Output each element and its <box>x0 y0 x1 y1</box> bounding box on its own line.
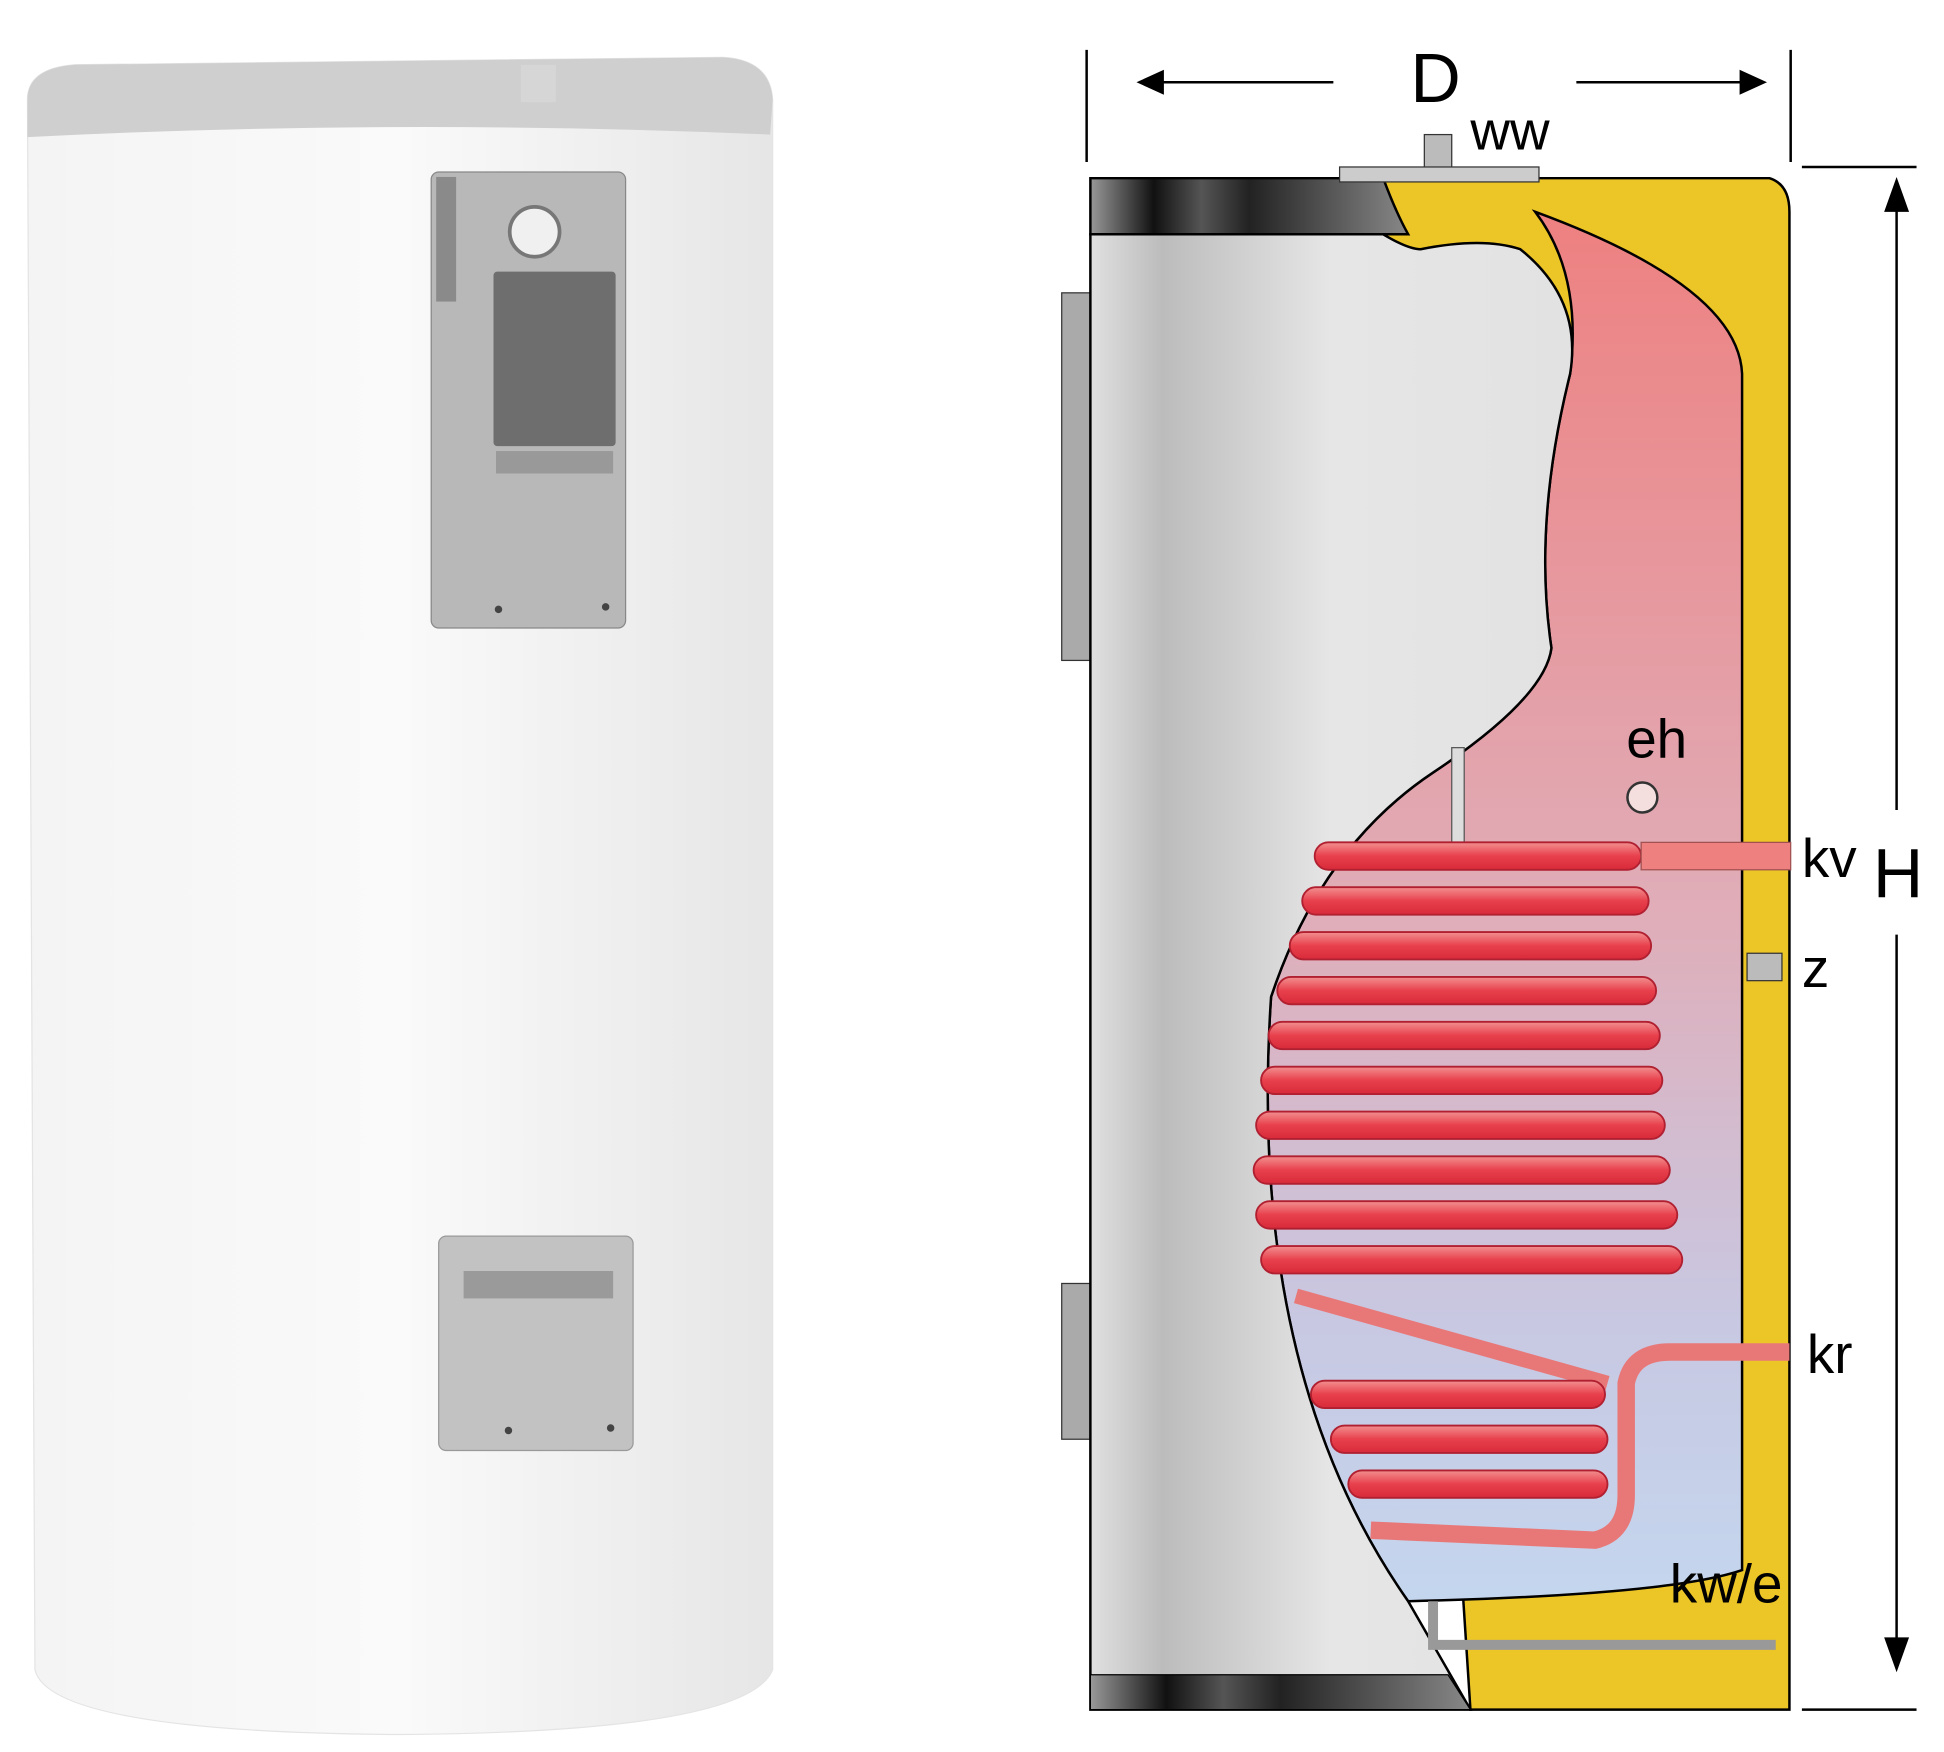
circulation-port <box>1746 952 1783 982</box>
side-flange-top <box>1061 292 1093 662</box>
electric-heater-port <box>1626 781 1659 814</box>
top-connector <box>520 64 556 103</box>
return-pipe <box>1370 1343 1790 1549</box>
heat-exchanger-coil-upper <box>1252 841 1684 1275</box>
dimension-lines <box>1085 49 1917 1711</box>
label-h: H <box>1873 834 1923 912</box>
flow-pipe <box>1640 841 1792 871</box>
label-kr: kr <box>1807 1323 1853 1385</box>
thermometer-dial-icon <box>507 204 562 259</box>
label-eh: eh <box>1626 708 1687 770</box>
display-cover <box>493 271 616 447</box>
side-flange-bottom <box>1061 1282 1093 1440</box>
control-panel <box>430 171 627 629</box>
top-band <box>1089 176 1411 236</box>
heater-access-cover <box>438 1235 634 1452</box>
label-ww: ww <box>1469 100 1550 162</box>
hot-water-outlet <box>1423 133 1453 171</box>
label-d: D <box>1410 39 1460 117</box>
cold-water-inlet-pipe <box>1428 1601 1776 1650</box>
cutaway-diagram: D ww eh kv H z kr kw/e <box>1061 39 1923 1711</box>
heater-photo <box>26 56 774 1736</box>
heat-exchanger-coil-lower <box>1310 1379 1609 1499</box>
label-z: z <box>1802 937 1829 999</box>
top-cap <box>27 57 773 138</box>
label-kw-e: kw/e <box>1670 1552 1783 1614</box>
label-kv: kv <box>1802 827 1857 889</box>
anode-rod <box>1451 747 1465 848</box>
bottom-band <box>1089 1674 1472 1711</box>
